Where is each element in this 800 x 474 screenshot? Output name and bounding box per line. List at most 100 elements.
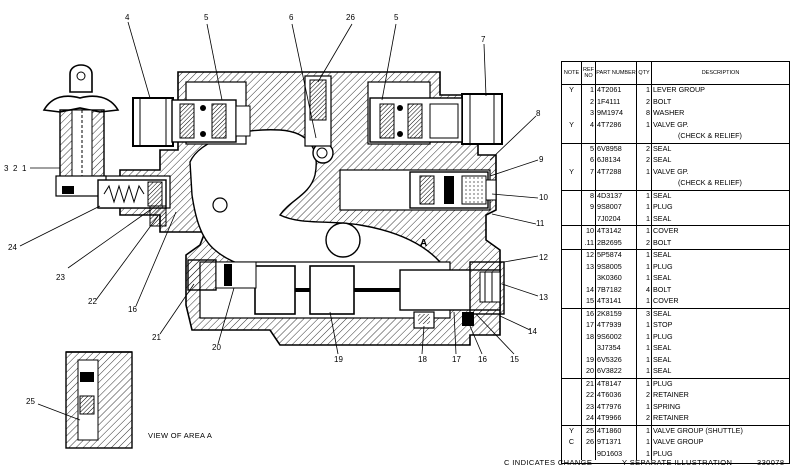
row-note bbox=[562, 131, 582, 143]
row-ref-no: 24 bbox=[581, 413, 596, 425]
row-note bbox=[562, 307, 582, 320]
header-qty: QTY bbox=[636, 62, 652, 85]
row-ref-no: 4 bbox=[581, 119, 596, 131]
row-qty: 2 bbox=[636, 390, 652, 402]
row-ref-no: 1 bbox=[581, 84, 596, 97]
page-footer: C INDICATES CHANGE Y SEPARATE ILLUSTRATI… bbox=[0, 458, 800, 472]
row-note bbox=[562, 390, 582, 402]
row-part-number: 6V3822 bbox=[595, 366, 637, 378]
row-qty: 1 bbox=[636, 437, 652, 449]
row-note bbox=[562, 377, 582, 390]
row-ref-no: 10 bbox=[581, 225, 596, 238]
row-part-number: 9S8007 bbox=[595, 202, 637, 214]
row-part-number: 4T7939 bbox=[595, 320, 637, 332]
row-note bbox=[562, 296, 582, 308]
lower-spool bbox=[254, 265, 400, 315]
row-part-number: 4T2061 bbox=[595, 84, 637, 97]
row-note: C bbox=[562, 437, 582, 449]
row-description: (CHECK & RELIEF) bbox=[678, 178, 742, 187]
change-legend: C INDICATES CHANGE bbox=[504, 458, 593, 467]
callout-2: 2 bbox=[13, 164, 18, 173]
row-part-number: 6V5326 bbox=[595, 354, 637, 366]
row-part-number: 4T7286 bbox=[595, 119, 637, 131]
valve-assembly-drawing: A VIEW OF AREA A bbox=[4, 13, 548, 449]
row-qty: 1 bbox=[636, 225, 652, 238]
callout-13: 13 bbox=[539, 293, 548, 302]
row-ref-no: 7 bbox=[581, 166, 596, 178]
row-ref-no: 21 bbox=[581, 377, 596, 390]
row-note: Y bbox=[562, 84, 582, 97]
row-note bbox=[562, 413, 582, 425]
row-description: COVER bbox=[651, 225, 789, 238]
row-description: (CHECK & RELIEF) bbox=[678, 131, 742, 140]
bottom-plug bbox=[413, 311, 435, 329]
row-note bbox=[562, 448, 582, 460]
row-qty: 1 bbox=[636, 119, 652, 131]
row-description: BOLT bbox=[653, 237, 672, 247]
row-note bbox=[562, 108, 582, 120]
row-qty: 2 bbox=[636, 142, 652, 155]
row-part-number: 4T7976 bbox=[595, 401, 637, 413]
callout-4: 4 bbox=[125, 13, 130, 22]
header-part-number: PART NUMBER bbox=[595, 62, 637, 85]
row-note bbox=[562, 320, 582, 332]
callout-7: 7 bbox=[481, 35, 486, 44]
callout-20: 20 bbox=[212, 343, 221, 352]
row-description: SEAL bbox=[653, 155, 672, 164]
row-note bbox=[562, 261, 582, 273]
row-qty: 1 bbox=[636, 448, 652, 460]
row-description: SEAL bbox=[651, 142, 789, 155]
callout-24: 24 bbox=[8, 243, 17, 252]
row-description: SEAL bbox=[653, 273, 672, 282]
row-note bbox=[562, 331, 582, 343]
row-ref-no: 8 bbox=[581, 189, 596, 202]
row-note: Y bbox=[562, 119, 582, 131]
row-part-number: 4D3137 bbox=[595, 189, 637, 202]
row-part-number: 3J7354 bbox=[595, 343, 637, 355]
row-description: SEAL bbox=[653, 354, 672, 364]
callout-6: 6 bbox=[289, 13, 294, 22]
row-note bbox=[562, 273, 582, 285]
row-ref-no: 5 bbox=[581, 142, 596, 155]
row-description: STOP bbox=[653, 320, 673, 329]
row-part-number: 4T9966 bbox=[595, 413, 637, 425]
callout-18: 18 bbox=[418, 355, 427, 364]
row-qty: 1 bbox=[636, 189, 652, 202]
row-qty: 2 bbox=[636, 413, 652, 425]
row-description: SEAL bbox=[653, 213, 672, 223]
row-qty: 1 bbox=[636, 213, 652, 226]
callout-10: 10 bbox=[539, 193, 548, 202]
row-note bbox=[562, 366, 582, 378]
row-description: BOLT bbox=[653, 96, 672, 106]
row-description: VALVE GP. bbox=[653, 119, 689, 129]
row-ref-no: 18 bbox=[581, 331, 596, 343]
row-qty bbox=[636, 131, 652, 143]
row-qty: 2 bbox=[636, 237, 652, 250]
row-part-number: 6V8958 bbox=[595, 142, 637, 155]
callout-8: 8 bbox=[536, 109, 541, 118]
row-note bbox=[562, 249, 582, 262]
callout-16-left: 16 bbox=[128, 305, 137, 314]
valve-cartridge-right bbox=[369, 93, 503, 145]
callout-21: 21 bbox=[152, 333, 161, 342]
row-note bbox=[562, 189, 582, 202]
row-ref-no bbox=[581, 131, 596, 143]
row-ref-no bbox=[581, 213, 596, 226]
row-ref-no: 20 bbox=[581, 366, 596, 378]
row-description: LEVER GROUP bbox=[653, 85, 705, 94]
lower-right-plug bbox=[399, 261, 505, 326]
header-description: DESCRIPTION bbox=[651, 62, 789, 85]
row-qty: 1 bbox=[636, 366, 652, 378]
row-qty: 1 bbox=[636, 343, 652, 355]
row-qty: 1 bbox=[636, 354, 652, 366]
